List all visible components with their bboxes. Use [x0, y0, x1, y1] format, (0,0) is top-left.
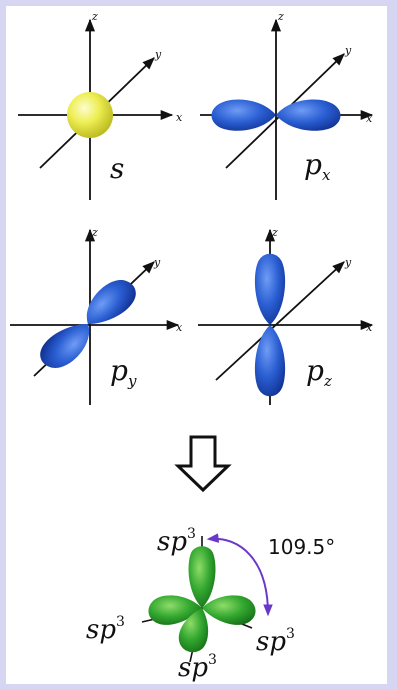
px-lobe-positive	[276, 99, 341, 131]
s-orbital-panel: x y z s	[18, 10, 183, 200]
py-orbital-label: py	[110, 354, 137, 390]
x-axis-label: x	[366, 321, 373, 334]
sp3-label-left: sp3	[86, 614, 125, 645]
sp3-label-bottom: sp3	[178, 652, 217, 683]
bond-angle-label: 109.5°	[268, 535, 335, 559]
s-orbital-sphere	[67, 92, 113, 138]
z-axis-label: z	[91, 226, 98, 239]
y-axis-label: y	[344, 256, 352, 269]
pz-orbital-label: pz	[306, 354, 332, 390]
s-orbital-label: s	[110, 152, 124, 185]
py-orbital-panel: x y z py	[10, 226, 183, 405]
y-axis-label: y	[153, 256, 161, 269]
x-axis-label: x	[176, 111, 183, 124]
pz-lobe-positive	[254, 253, 286, 325]
sp3-hybrid-orbital: 109.5° sp3 sp3 sp3 sp3	[86, 526, 335, 683]
z-axis-label: z	[277, 10, 284, 23]
pz-orbital-panel: x y z pz	[198, 226, 374, 405]
y-axis-label: y	[344, 44, 352, 57]
z-axis-label: z	[271, 226, 278, 239]
sp3-lobe-right	[202, 595, 256, 625]
sp3-label-top: sp3	[157, 526, 196, 557]
sp3-lobe-top	[188, 546, 216, 608]
y-axis-label: y	[154, 48, 162, 61]
x-axis-label: x	[366, 112, 373, 125]
x-axis-label: x	[176, 321, 183, 334]
pz-lobe-negative	[254, 325, 286, 397]
hollow-down-arrow-icon	[174, 435, 232, 493]
y-axis	[215, 261, 345, 381]
sp3-lobe-bottom	[178, 608, 209, 653]
px-lobe-negative	[211, 99, 276, 131]
bond-angle-arc	[206, 533, 273, 617]
sp3-label-right: sp3	[256, 626, 295, 657]
px-orbital-label: px	[304, 148, 331, 184]
z-axis-label: z	[91, 10, 98, 23]
sp3-lobe-left	[148, 595, 202, 625]
px-orbital-panel: x y z px	[200, 10, 374, 200]
